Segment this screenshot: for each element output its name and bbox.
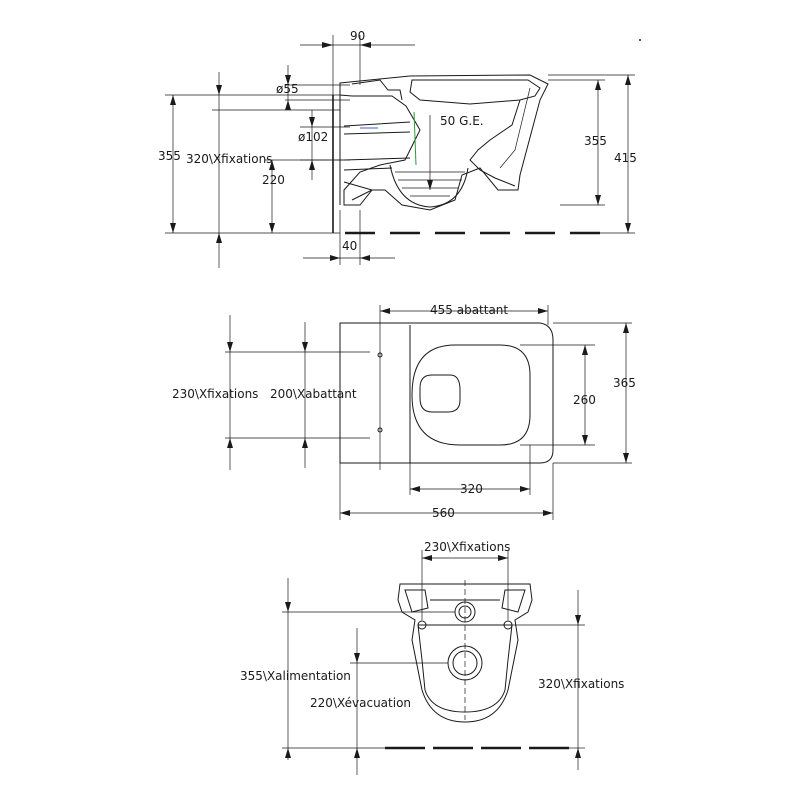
label-365: 365	[613, 376, 636, 390]
corner-dot	[639, 39, 641, 41]
label-d55: ø55	[276, 82, 299, 96]
dim-260: 260	[520, 344, 596, 446]
label-320: 320	[460, 482, 483, 496]
dim-40: 40	[303, 210, 395, 265]
label-rear-320: 320\Xfixations	[538, 677, 624, 691]
dim-355-alim: 355\Xalimentation	[240, 578, 455, 760]
label-260: 260	[573, 393, 596, 407]
label-40: 40	[342, 239, 357, 253]
label-right-355: 355	[584, 134, 607, 148]
outlet-pipe	[343, 121, 411, 171]
bowl-back-line	[499, 87, 531, 169]
dim-455: 455 abattant	[379, 303, 549, 470]
label-220: 220	[262, 173, 285, 187]
label-90: 90	[350, 29, 365, 43]
dim-230: 230\Xfixations	[172, 315, 370, 470]
rear-ear-right	[501, 589, 526, 613]
label-50ge: 50 G.E.	[440, 114, 484, 128]
rear-outline	[397, 583, 533, 723]
dim-right-415: 415	[548, 74, 637, 234]
label-left-320: 320\Xfixations	[186, 152, 272, 166]
dim-left-355: 355	[158, 94, 340, 234]
dim-220: 220	[262, 159, 345, 233]
dim-200: 200\Xabattant	[270, 322, 357, 468]
label-rear-230: 230\Xfixations	[424, 540, 510, 554]
dim-90: 90	[300, 29, 415, 95]
dim-rear-320: 320\Xfixations	[512, 590, 624, 770]
fix-hole-left	[417, 620, 427, 630]
dim-560: 560	[339, 463, 554, 520]
label-right-415: 415	[614, 151, 637, 165]
label-355-alim: 355\Xalimentation	[240, 669, 351, 683]
top-outline	[339, 322, 554, 464]
dim-left-320: 320\Xfixations	[186, 72, 340, 268]
label-230: 230\Xfixations	[172, 387, 258, 401]
foot-bracket	[343, 181, 374, 201]
rear-ear-left	[404, 589, 429, 613]
water-trap	[389, 164, 469, 208]
dim-320: 320	[409, 445, 531, 496]
dim-365: 365	[553, 322, 636, 464]
bowl-outline	[411, 344, 531, 446]
label-left-355: 355	[158, 149, 181, 163]
dim-d55: ø55	[276, 65, 350, 110]
inlet-pipe	[351, 79, 403, 101]
label-455: 455 abattant	[430, 303, 508, 317]
label-200: 200\Xabattant	[270, 387, 357, 401]
top-view: 455 abattant 230\Xfixations 200\Xabattan…	[172, 303, 636, 520]
dim-220-evac: 220\Xévacuation	[310, 628, 448, 775]
label-d102: ø102	[298, 130, 328, 144]
label-560: 560	[432, 506, 455, 520]
toilet-side-outline	[339, 74, 549, 211]
green-accent-line	[413, 111, 417, 166]
dim-right-355: 355	[548, 79, 607, 206]
rear-view: 230\Xfixations 355\Xalimentation 220\Xév…	[240, 540, 624, 775]
label-220-evac: 220\Xévacuation	[310, 696, 411, 710]
seat-opening	[419, 374, 461, 413]
dim-rear-230: 230\Xfixations	[421, 540, 510, 620]
dim-50ge: 50 G.E.	[427, 114, 484, 190]
side-view: 90 ø55 ø102 50 G.E.	[158, 29, 637, 268]
bowl-interior	[469, 99, 521, 187]
bowl-rim-inner	[409, 79, 541, 105]
dim-d102: ø102	[298, 110, 350, 180]
